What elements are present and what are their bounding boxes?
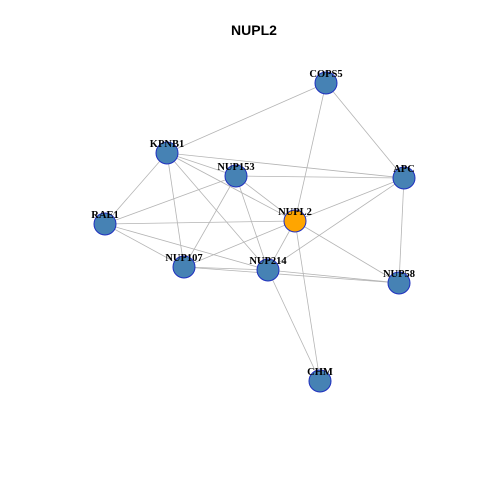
node-apc[interactable]: [392, 166, 416, 190]
edge-kpnb1-nup107: [166, 152, 185, 268]
edge-cops5-nupl2: [294, 82, 327, 222]
node-label-nup107: NUP107: [165, 253, 202, 264]
edge-kpnb1-nup153: [166, 152, 237, 177]
edge-nup153-nup107: [183, 175, 237, 268]
edge-layer: [104, 82, 405, 382]
node-label-nupl2: NUPL2: [278, 207, 312, 218]
edge-nupl2-nup58: [294, 220, 400, 284]
edge-nup153-nupl2: [235, 175, 296, 222]
node-kpnb1[interactable]: [155, 141, 179, 165]
edge-apc-nupl2: [294, 177, 405, 222]
diagram-title: NUPL2: [231, 22, 277, 38]
node-nup153[interactable]: [224, 164, 248, 188]
edge-apc-nup214: [267, 177, 405, 271]
edge-rae1-nupl2: [104, 220, 296, 225]
edge-nup214-chm: [267, 269, 321, 382]
node-nup214[interactable]: [256, 258, 280, 282]
node-label-nup58: NUP58: [383, 269, 415, 280]
node-chm[interactable]: [308, 369, 332, 393]
node-label-chm: CHM: [307, 367, 333, 378]
edge-nup214-nup58: [267, 269, 400, 284]
edge-nup107-nup214: [183, 266, 269, 271]
node-label-cops5: COPS5: [309, 69, 342, 80]
node-label-nup214: NUP214: [249, 256, 287, 267]
edge-nupl2-nup107: [183, 220, 296, 268]
edge-cops5-kpnb1: [166, 82, 327, 154]
node-nupl2[interactable]: [283, 209, 307, 233]
node-rae1[interactable]: [93, 212, 117, 236]
edge-rae1-nup214: [104, 223, 269, 271]
node-nup58[interactable]: [387, 271, 411, 295]
edge-nup107-nup58: [183, 266, 400, 284]
node-nup107[interactable]: [172, 255, 196, 279]
edge-kpnb1-apc: [166, 152, 405, 179]
edge-nup153-nup214: [235, 175, 269, 271]
node-label-kpnb1: KPNB1: [150, 139, 184, 150]
edge-kpnb1-nup214: [166, 152, 269, 271]
edge-nupl2-chm: [294, 220, 321, 382]
node-label-apc: APC: [393, 164, 415, 175]
node-cops5[interactable]: [314, 71, 338, 95]
node-label-nup153: NUP153: [217, 162, 254, 173]
edge-kpnb1-nupl2: [166, 152, 296, 222]
edge-kpnb1-rae1: [104, 152, 168, 225]
edge-nup153-apc: [235, 175, 405, 179]
edge-rae1-nup107: [104, 223, 185, 268]
node-layer: [93, 71, 416, 393]
edge-apc-nup58: [398, 177, 405, 284]
edge-nup153-rae1: [104, 175, 237, 225]
edge-cops5-apc: [325, 82, 405, 179]
node-label-rae1: RAE1: [91, 210, 118, 221]
